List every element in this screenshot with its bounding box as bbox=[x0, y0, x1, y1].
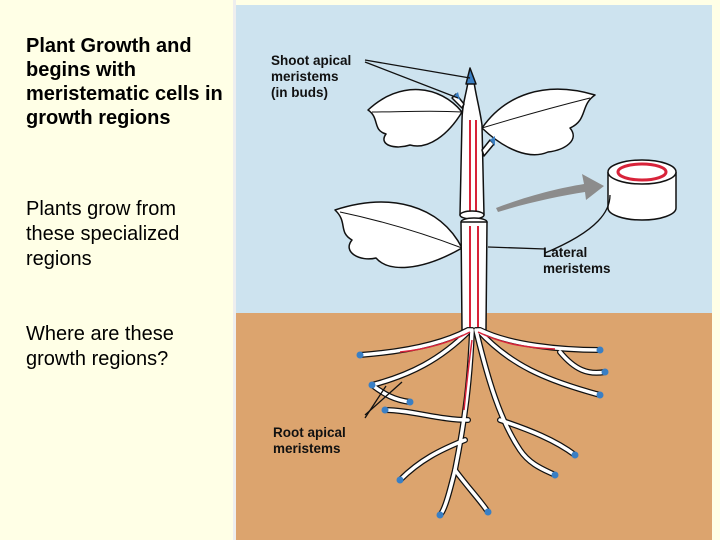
slide-heading: Plant Growth and begins with meristemati… bbox=[26, 35, 223, 129]
lateral-label-line-1: Lateral bbox=[543, 245, 587, 260]
terminal-bud bbox=[465, 67, 477, 85]
panel-divider bbox=[233, 0, 236, 540]
upper-left-leaf bbox=[367, 88, 463, 148]
shoot-label-line-1: Shoot apical bbox=[271, 53, 351, 68]
soil-background bbox=[236, 313, 712, 540]
root-label: Root apical meristems bbox=[273, 425, 350, 456]
slide-paragraph-1: Plants grow from these specialized regio… bbox=[26, 198, 180, 270]
lateral-label-line-2: meristems bbox=[543, 261, 611, 276]
label-leader-lines bbox=[364, 59, 611, 419]
root-label-line-2: meristems bbox=[273, 441, 341, 456]
shoot-label: Shoot apical meristems (in buds) bbox=[271, 53, 355, 100]
root-tips bbox=[356, 346, 609, 519]
upper-right-leaf bbox=[481, 88, 596, 156]
plant-illustration bbox=[334, 67, 609, 519]
shoot-label-line-3: (in buds) bbox=[271, 85, 328, 100]
slide-paragraph-2: Where are these growth regions? bbox=[26, 323, 174, 370]
shoot-label-line-2: meristems bbox=[271, 69, 339, 84]
lower-stem bbox=[460, 221, 488, 331]
lateral-label: Lateral meristems bbox=[543, 245, 611, 276]
cross-section-arrow bbox=[496, 174, 604, 212]
stem-cross-section bbox=[607, 159, 677, 221]
root-label-line-1: Root apical bbox=[273, 425, 346, 440]
